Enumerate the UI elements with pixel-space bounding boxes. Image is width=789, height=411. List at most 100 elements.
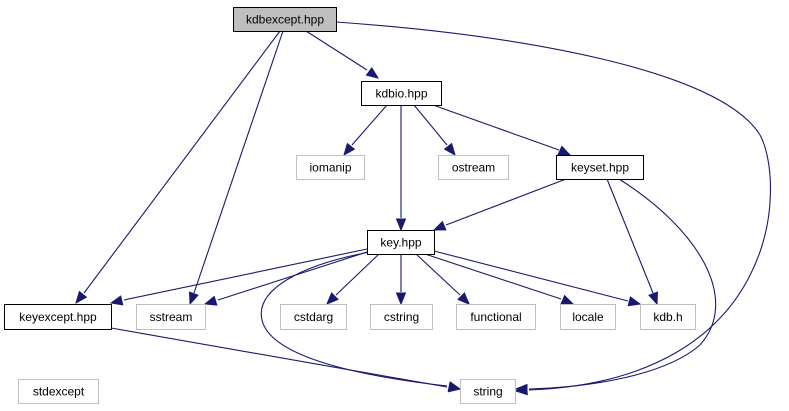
node-label: cstring (384, 310, 419, 324)
arrowhead-icon (326, 292, 339, 305)
node-ostream: ostream (438, 155, 509, 180)
edge-line (335, 21, 771, 391)
node-label: iomanip (309, 161, 351, 175)
node-kdbexcept[interactable]: kdbexcept.hpp (233, 7, 337, 32)
node-keyset[interactable]: keyset.hpp (556, 155, 644, 180)
node-sstream: sstream (136, 304, 206, 330)
node-box (560, 304, 616, 330)
edge-line (528, 178, 717, 390)
node-label: key.hpp (380, 236, 421, 250)
node-box (136, 304, 206, 330)
arrowhead-icon (109, 295, 124, 306)
node-keyexcept[interactable]: keyexcept.hpp (4, 304, 112, 330)
arrowhead-icon (75, 290, 88, 305)
node-box (556, 155, 644, 180)
edge-line (351, 104, 388, 146)
edge-key-to-kdbh (433, 250, 642, 307)
node-kdbio[interactable]: kdbio.hpp (361, 81, 442, 106)
arrowhead-icon (560, 294, 575, 305)
node-box (460, 379, 516, 404)
edge-line (415, 253, 461, 296)
edge-key-to-keyexcept (109, 248, 368, 306)
edge-line (432, 104, 560, 151)
node-label: kdbexcept.hpp (246, 13, 324, 27)
edge-keyexcept-to-string (110, 327, 462, 393)
node-label: stdexcept (33, 385, 85, 399)
edge-kdbio-to-key (395, 105, 407, 232)
edge-line (123, 248, 368, 301)
node-label: keyset.hpp (571, 161, 629, 175)
arrowhead-icon (365, 66, 380, 79)
node-box (296, 155, 365, 180)
node-stdexcept: stdexcept (18, 379, 99, 404)
arrowhead-icon (395, 292, 407, 306)
arrowhead-icon (189, 291, 199, 306)
edge-keyset-to-string (514, 178, 717, 395)
edge-line (83, 30, 281, 294)
node-locale: locale (560, 304, 616, 330)
node-label: keyexcept.hpp (19, 310, 97, 324)
edge-key-to-cstring (395, 254, 407, 306)
edge-key-to-functional (415, 253, 470, 305)
edge-kdbexcept-to-sstream (189, 30, 284, 306)
edge-kdbio-to-ostream (413, 104, 456, 157)
node-box (456, 304, 536, 330)
arrowhead-icon (203, 295, 218, 306)
node-label: kdb.h (653, 310, 682, 324)
node-string: string (460, 379, 516, 404)
edge-line (335, 253, 380, 296)
node-label: ostream (452, 161, 495, 175)
node-cstring: cstring (370, 304, 433, 330)
edge-line (260, 251, 448, 387)
node-key[interactable]: key.hpp (367, 230, 435, 255)
edge-key-to-sstream (203, 251, 368, 306)
edge-kdbio-to-iomanip (343, 104, 388, 157)
node-iomanip: iomanip (296, 155, 365, 180)
arrowhead-icon (343, 142, 356, 157)
edge-keyset-to-kdbh (606, 178, 658, 306)
node-label: kdbio.hpp (375, 87, 427, 101)
edge-kdbexcept-to-kdbio (305, 30, 380, 79)
edge-keyset-to-key (432, 178, 567, 231)
edge-line (445, 178, 567, 226)
edge-key-to-locale (424, 253, 575, 305)
node-label: sstream (150, 310, 193, 324)
edges-layer (75, 21, 771, 396)
node-box (438, 155, 509, 180)
edge-kdbio-to-keyset (432, 104, 572, 156)
edge-kdbexcept-to-keyexcept (75, 30, 281, 305)
arrowhead-icon (443, 142, 456, 157)
arrowhead-icon (457, 292, 470, 305)
node-label: cstdarg (294, 310, 333, 324)
edge-line (110, 327, 448, 388)
node-cstdarg: cstdarg (280, 304, 347, 330)
arrowhead-icon (395, 218, 407, 232)
node-box (4, 304, 112, 330)
arrowhead-icon (432, 220, 447, 231)
arrowhead-icon (627, 296, 642, 307)
edge-line (433, 250, 629, 302)
node-label: locale (572, 310, 604, 324)
arrowhead-icon (514, 383, 528, 395)
arrowhead-icon (557, 145, 572, 156)
arrowhead-icon (447, 382, 462, 393)
nodes-layer: kdbexcept.hpp kdbio.hpp iomanip ostream keys… (4, 7, 696, 404)
edge-line (424, 253, 562, 300)
arrowhead-icon (648, 291, 658, 306)
node-box (361, 81, 442, 106)
edge-line (606, 178, 654, 294)
node-box (640, 304, 696, 330)
node-box (367, 230, 435, 255)
node-functional: functional (456, 304, 536, 330)
edge-line (413, 104, 448, 146)
node-box (18, 379, 99, 404)
node-label: functional (470, 310, 521, 324)
edge-line (193, 30, 284, 294)
node-kdbh: kdb.h (640, 304, 696, 330)
node-label: string (473, 385, 502, 399)
node-box (233, 7, 337, 32)
edge-key-to-cstdarg (326, 253, 380, 305)
node-box (370, 304, 433, 330)
edge-line (305, 30, 368, 71)
